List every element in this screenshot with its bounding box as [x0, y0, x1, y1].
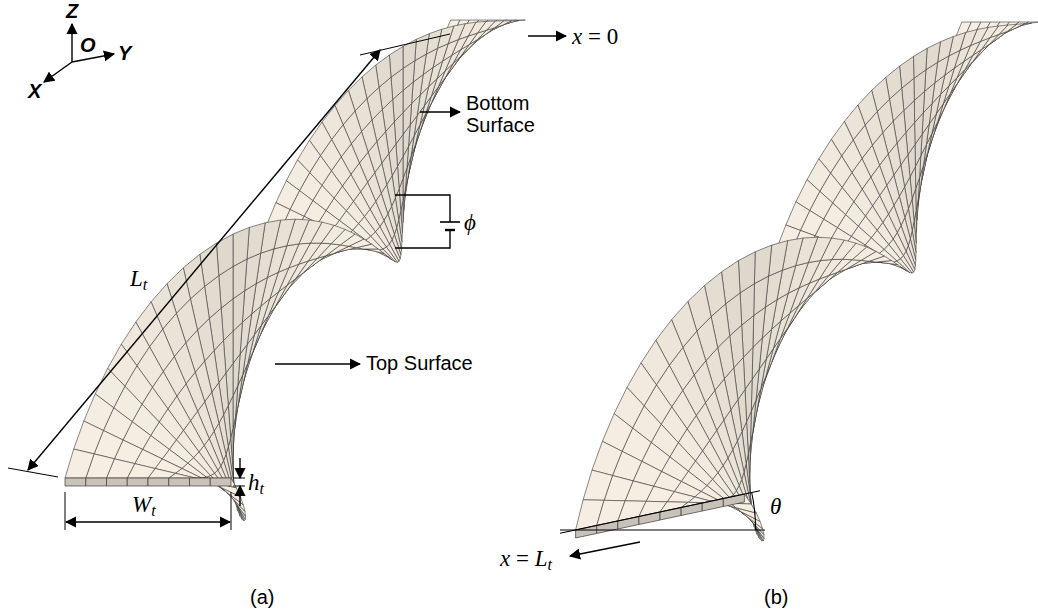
end-cap: [169, 478, 190, 486]
mesh-face: [592, 441, 622, 475]
mesh-face: [216, 234, 233, 276]
mesh-face: [65, 449, 94, 478]
mesh-face: [938, 37, 954, 63]
extension-line: [360, 34, 450, 55]
position-label: x = Lt: [500, 546, 552, 574]
axis-label: Y: [118, 42, 131, 64]
mesh-face: [210, 478, 236, 488]
angle-label: θ: [770, 494, 781, 519]
angle-arc: [752, 493, 756, 531]
length-dimension: [28, 50, 380, 470]
axis-label: Z: [66, 0, 78, 22]
leader-arrow: [275, 363, 360, 364]
z-axis: [71, 24, 72, 62]
mesh-face: [900, 56, 914, 88]
origin-label: O: [80, 34, 96, 56]
extension-line: [65, 492, 66, 530]
extension-line: [233, 486, 245, 487]
leader-arrow: [570, 542, 640, 556]
extension-line: [231, 492, 232, 530]
mesh-face: [926, 42, 941, 70]
annotations: [8, 24, 765, 556]
voltage-label: ϕ: [464, 210, 476, 235]
dimension-label: ht: [248, 470, 264, 498]
surface-label: Bottom Surface: [466, 92, 552, 136]
mesh-face: [379, 249, 395, 262]
battery-symbol: [445, 229, 455, 231]
axis-label: X: [28, 80, 41, 102]
leader-arrow: [528, 35, 566, 36]
mesh-face: [730, 503, 756, 513]
mesh-face: [583, 470, 612, 500]
end-cap: [210, 478, 231, 486]
mesh-face: [233, 227, 249, 266]
mesh-face: [754, 245, 771, 284]
end-cap: [148, 478, 169, 486]
end-cap: [107, 478, 128, 486]
twisted-strips: [65, 20, 1038, 541]
leader-arrow: [420, 111, 460, 112]
extension-line: [233, 478, 245, 479]
surface-label: Top Surface: [366, 352, 473, 374]
mesh-face: [415, 34, 430, 61]
width-dimension: [66, 521, 230, 522]
tilt-line: [560, 491, 760, 534]
position-label: x = 0: [572, 24, 618, 49]
thickness-dimension: [239, 458, 240, 478]
battery-symbol: [440, 221, 460, 223]
mesh-face: [426, 29, 442, 54]
end-cap: [86, 478, 107, 486]
reference-line: [560, 529, 765, 530]
end-cap: [127, 478, 148, 486]
mesh-face: [389, 46, 403, 77]
thickness-dimension: [239, 486, 240, 506]
dimension-label: Wt: [132, 492, 156, 520]
mesh-face: [738, 252, 755, 293]
mesh-face: [247, 223, 265, 259]
x-axis: [44, 62, 72, 82]
end-cap: [65, 478, 86, 486]
panel-label: (b): [764, 586, 788, 608]
panel-label: (a): [250, 586, 274, 608]
extension-line: [8, 468, 58, 477]
end-cap: [190, 478, 211, 486]
mesh-face: [914, 48, 928, 78]
mesh-face: [74, 421, 104, 454]
dimension-label: Lt: [130, 266, 147, 294]
